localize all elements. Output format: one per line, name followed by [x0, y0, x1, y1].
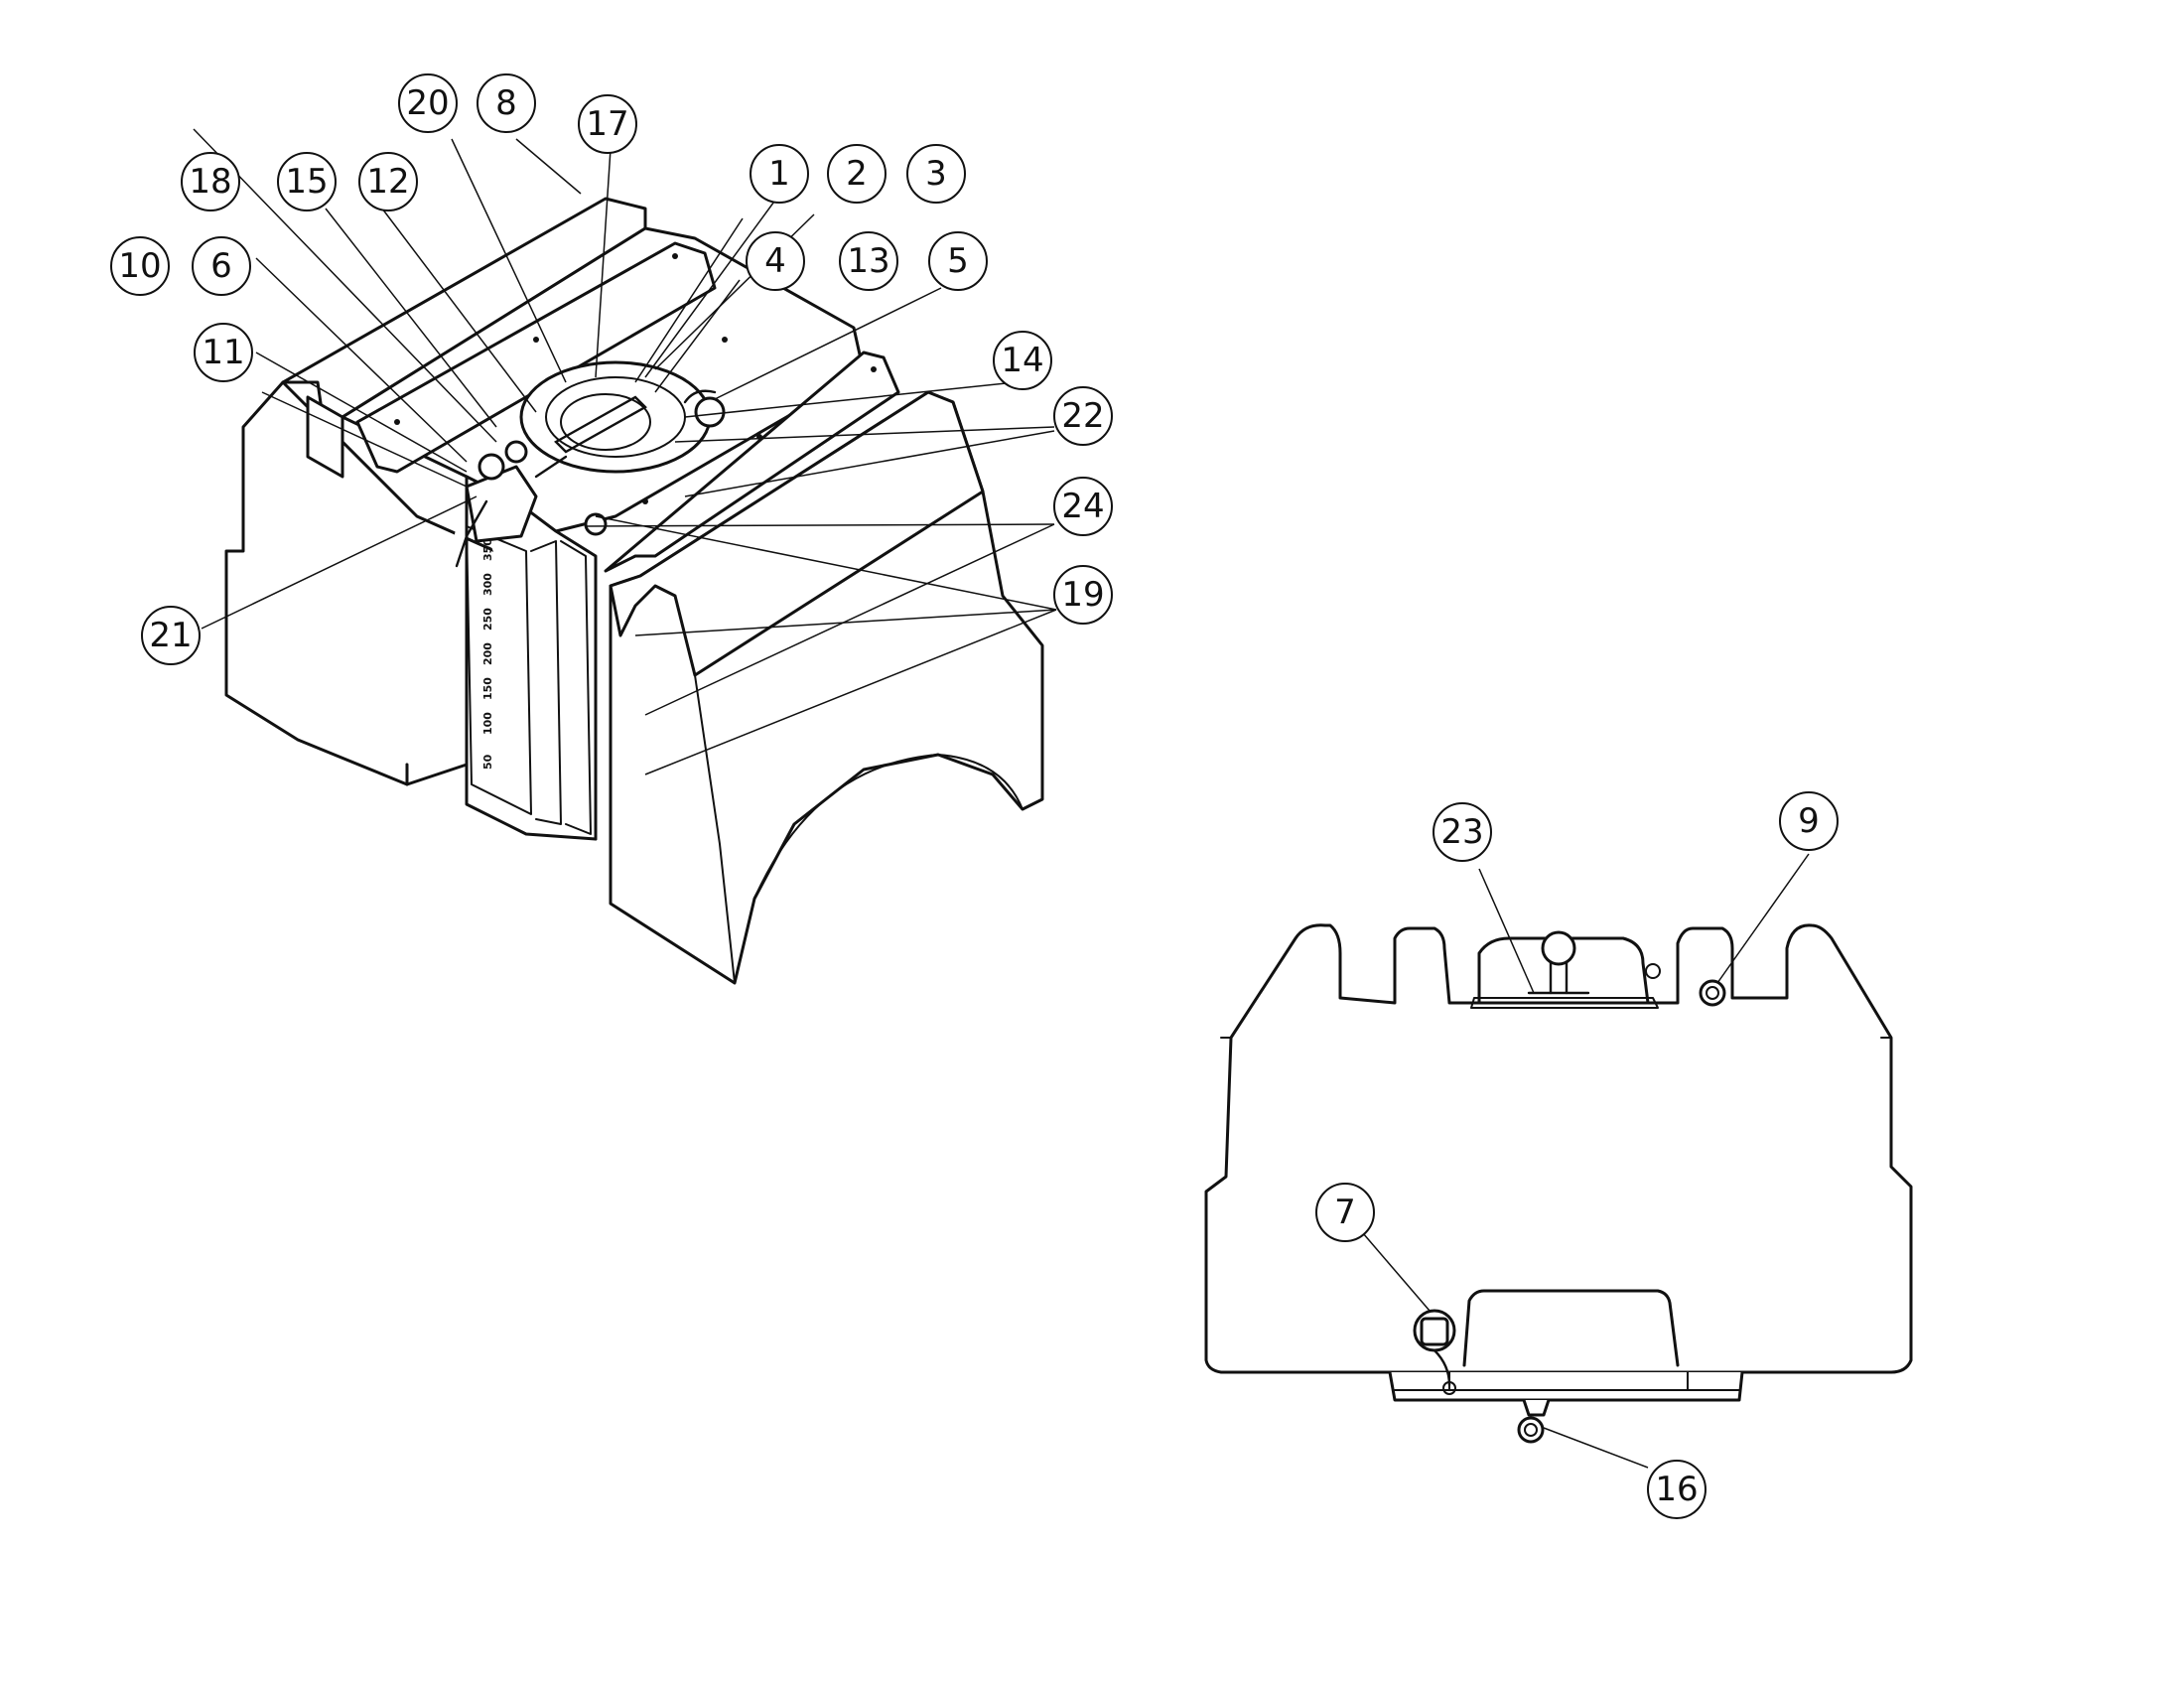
svg-text:4: 4 — [764, 241, 786, 281]
svg-text:14: 14 — [1001, 341, 1043, 380]
callout-bubbles: 1 2 3 4 13 5 14 22 24 19 21 10 6 11 18 1… — [110, 73, 1839, 1519]
fill-lid-assembly — [519, 360, 726, 474]
valve-assembly — [455, 440, 608, 568]
callout-9: 9 — [1779, 791, 1839, 851]
svg-text:300: 300 — [481, 573, 494, 596]
callout-22: 22 — [1053, 386, 1113, 446]
callout-11: 11 — [194, 323, 253, 382]
top-lid-fitting — [1477, 936, 1650, 1005]
svg-text:21: 21 — [149, 616, 192, 655]
svg-text:17: 17 — [586, 104, 628, 144]
bottom-sump — [1462, 1289, 1680, 1367]
svg-text:13: 13 — [847, 241, 889, 281]
svg-text:16: 16 — [1655, 1470, 1698, 1509]
svg-text:100: 100 — [481, 712, 494, 735]
callout-8: 8 — [477, 73, 536, 133]
callout-5: 5 — [928, 231, 988, 291]
tank-right-rear-ridge — [604, 351, 900, 573]
svg-text:50: 50 — [481, 754, 494, 770]
svg-text:3: 3 — [925, 154, 947, 194]
svg-text:18: 18 — [189, 162, 231, 202]
tank-front-view — [1204, 923, 1913, 1444]
level-gauge-marks: 350 300 250 200 150 100 50 — [481, 538, 494, 770]
callout-12: 12 — [358, 152, 418, 211]
callout-14: 14 — [993, 331, 1052, 390]
svg-text:7: 7 — [1334, 1193, 1356, 1232]
gauge-strip — [466, 525, 532, 815]
svg-text:350: 350 — [481, 538, 494, 561]
svg-text:6: 6 — [210, 246, 232, 286]
callout-6: 6 — [192, 236, 251, 296]
callout-4: 4 — [746, 231, 805, 291]
svg-text:200: 200 — [481, 642, 494, 665]
svg-text:2: 2 — [846, 154, 868, 194]
base-rail — [1388, 1370, 1744, 1402]
svg-text:11: 11 — [202, 333, 244, 372]
tank-middle-ridge — [355, 241, 717, 474]
svg-text:22: 22 — [1061, 396, 1104, 436]
callout-15: 15 — [277, 152, 337, 211]
svg-text:19: 19 — [1061, 575, 1104, 615]
svg-text:150: 150 — [481, 677, 494, 700]
callout-18: 18 — [181, 152, 240, 211]
svg-text:20: 20 — [406, 83, 449, 123]
callout-16: 16 — [1647, 1460, 1706, 1519]
callout-3: 3 — [906, 144, 966, 204]
svg-text:24: 24 — [1061, 487, 1104, 526]
tank-arch — [753, 754, 1024, 900]
leader-lines — [193, 128, 1810, 1469]
svg-text:9: 9 — [1798, 801, 1820, 841]
callout-21: 21 — [141, 606, 201, 665]
callout-1: 1 — [750, 144, 809, 204]
svg-text:5: 5 — [947, 241, 969, 281]
callout-13: 13 — [839, 231, 898, 291]
svg-text:23: 23 — [1440, 812, 1483, 852]
svg-text:1: 1 — [768, 154, 790, 194]
callout-23: 23 — [1433, 802, 1492, 862]
callout-17: 17 — [578, 94, 637, 154]
callout-20: 20 — [398, 73, 458, 133]
drain-valve — [1413, 1309, 1456, 1395]
tank-isometric-view: 350 300 250 200 150 100 50 — [224, 197, 1044, 985]
tank-front-outline — [1204, 923, 1913, 1374]
svg-text:10: 10 — [118, 246, 161, 286]
callout-2: 2 — [827, 144, 887, 204]
svg-text:12: 12 — [366, 162, 409, 202]
callout-10: 10 — [110, 236, 170, 296]
callout-7: 7 — [1315, 1183, 1375, 1242]
svg-text:250: 250 — [481, 608, 494, 631]
svg-text:8: 8 — [495, 83, 517, 123]
callout-19: 19 — [1053, 565, 1113, 625]
callout-24: 24 — [1053, 477, 1113, 536]
svg-text:15: 15 — [285, 162, 328, 202]
